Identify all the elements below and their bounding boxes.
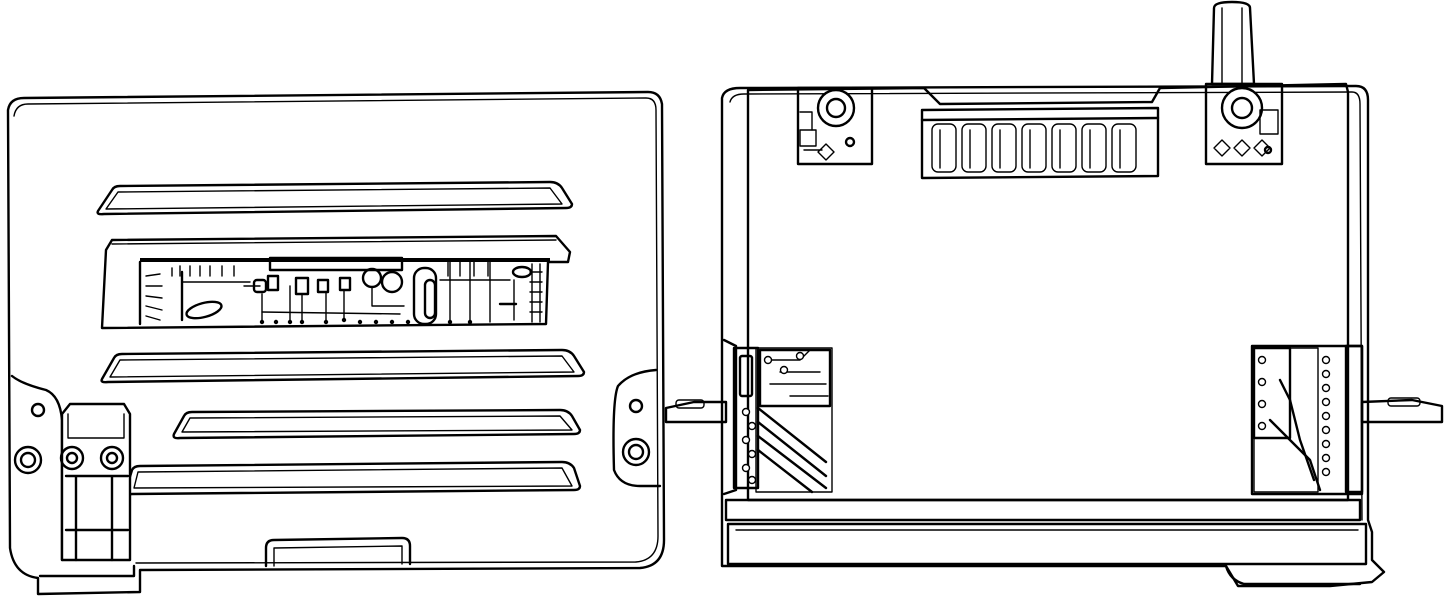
vent-slot-2: [100, 348, 586, 384]
vent-slot-3: [172, 408, 582, 440]
left-jack: [796, 86, 874, 166]
left-flange: [664, 400, 728, 424]
right-flange: [1360, 398, 1444, 424]
pcb-traces: [171, 259, 541, 323]
left-pcb-pads: [741, 351, 805, 485]
left-mounting-bracket: [10, 374, 136, 578]
left-pcb-section: [722, 338, 833, 496]
front-housing-outline: [6, 90, 666, 596]
vent-slot-1: [96, 180, 574, 216]
right-pcb-pads: [1257, 355, 1331, 477]
right-jack: [1204, 0, 1284, 166]
bottom-tab: [264, 536, 412, 568]
connector-slot-block: [920, 106, 1160, 180]
pcb-solder-pads: [259, 317, 473, 325]
front-view: [6, 90, 666, 596]
rear-housing-outline: [720, 84, 1386, 588]
pcb-window: [100, 234, 572, 330]
rear-view: [664, 0, 1444, 588]
right-pcb-section: [1250, 344, 1364, 496]
right-mounting-bracket: [612, 368, 662, 488]
base-plate: [724, 498, 1368, 586]
vent-slot-4: [124, 460, 582, 496]
